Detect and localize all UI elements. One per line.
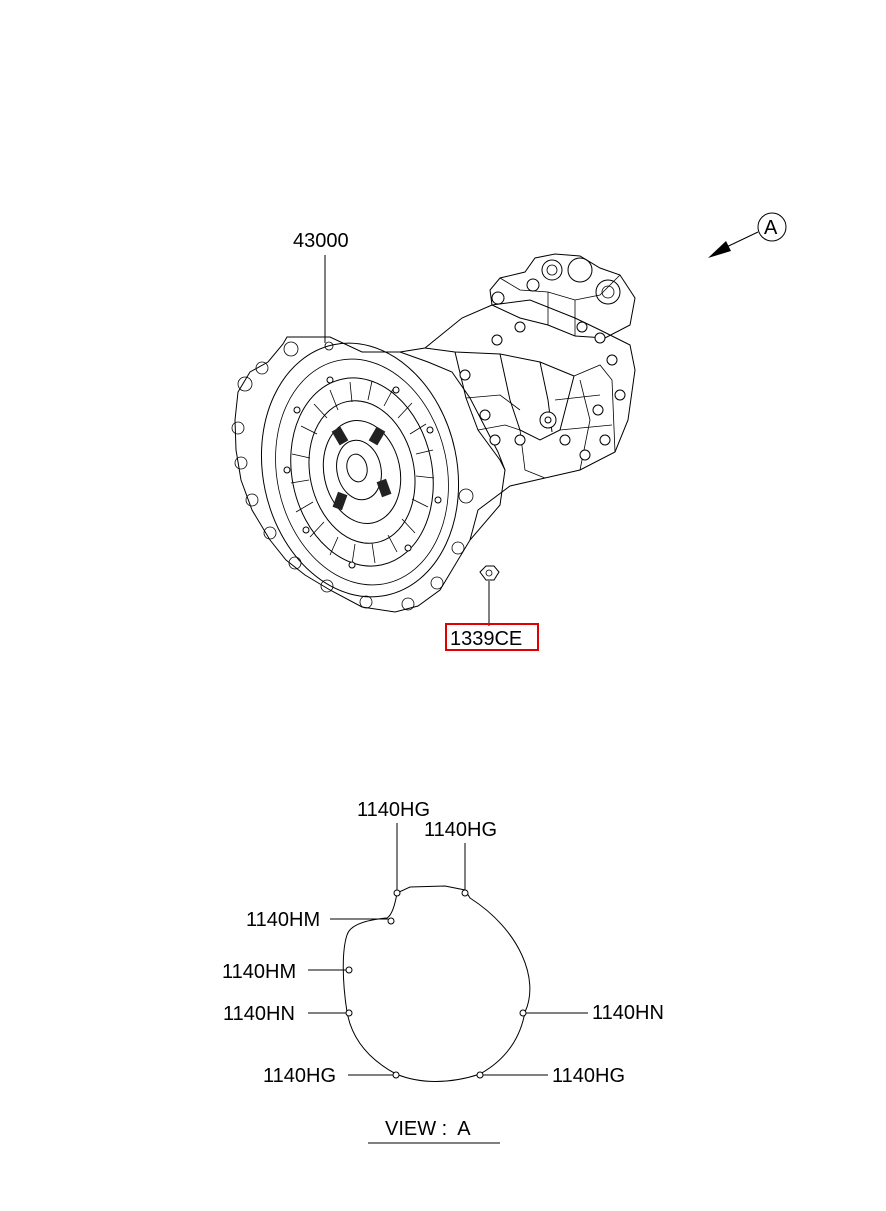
bolt-hole (392, 1071, 400, 1079)
callout-label-right[interactable]: 1140HN (592, 1002, 664, 1024)
bolt-hole (387, 917, 395, 925)
bellhousing-outline (342, 885, 531, 1082)
view-a-diagram: 1140HG 1140HG 1140HM 1140HM 1140HN 1140H… (222, 799, 664, 1087)
transmission-assembly-illustration (231, 253, 636, 613)
bolt-hole (393, 889, 401, 897)
callout-leaders (308, 823, 588, 1076)
view-a-marker-letter: A (764, 217, 778, 239)
shifter-housing (489, 253, 636, 339)
part-label-43000[interactable]: 43000 (293, 230, 349, 252)
callout-label-top-right[interactable]: 1140HG (424, 819, 497, 841)
callout-label-mid-left[interactable]: 1140HM (222, 961, 296, 983)
view-caption: VIEW : A (385, 1118, 471, 1140)
callout-label-bottom-left[interactable]: 1140HG (263, 1065, 336, 1087)
bolt-hole (476, 1071, 484, 1079)
callout-label-lower-left[interactable]: 1140HN (223, 1003, 295, 1025)
bolt-hole (345, 966, 353, 974)
view-a-marker: A (708, 212, 787, 258)
bolt-hole (345, 1009, 353, 1017)
highlight-box-1339ce (445, 623, 539, 651)
callout-label-upper-left[interactable]: 1140HM (246, 909, 320, 931)
bolt-hole (461, 889, 469, 897)
transmission-case (399, 299, 636, 541)
callout-label-bottom-right[interactable]: 1140HG (552, 1065, 625, 1087)
clutch-disc (283, 376, 442, 569)
nut-1339ce (479, 565, 500, 581)
part-label-1339ce[interactable]: 1339CE (450, 628, 522, 650)
bolt-hole (519, 1009, 527, 1017)
callout-label-top-left[interactable]: 1140HG (357, 799, 430, 821)
view-arrow-icon (708, 241, 731, 258)
